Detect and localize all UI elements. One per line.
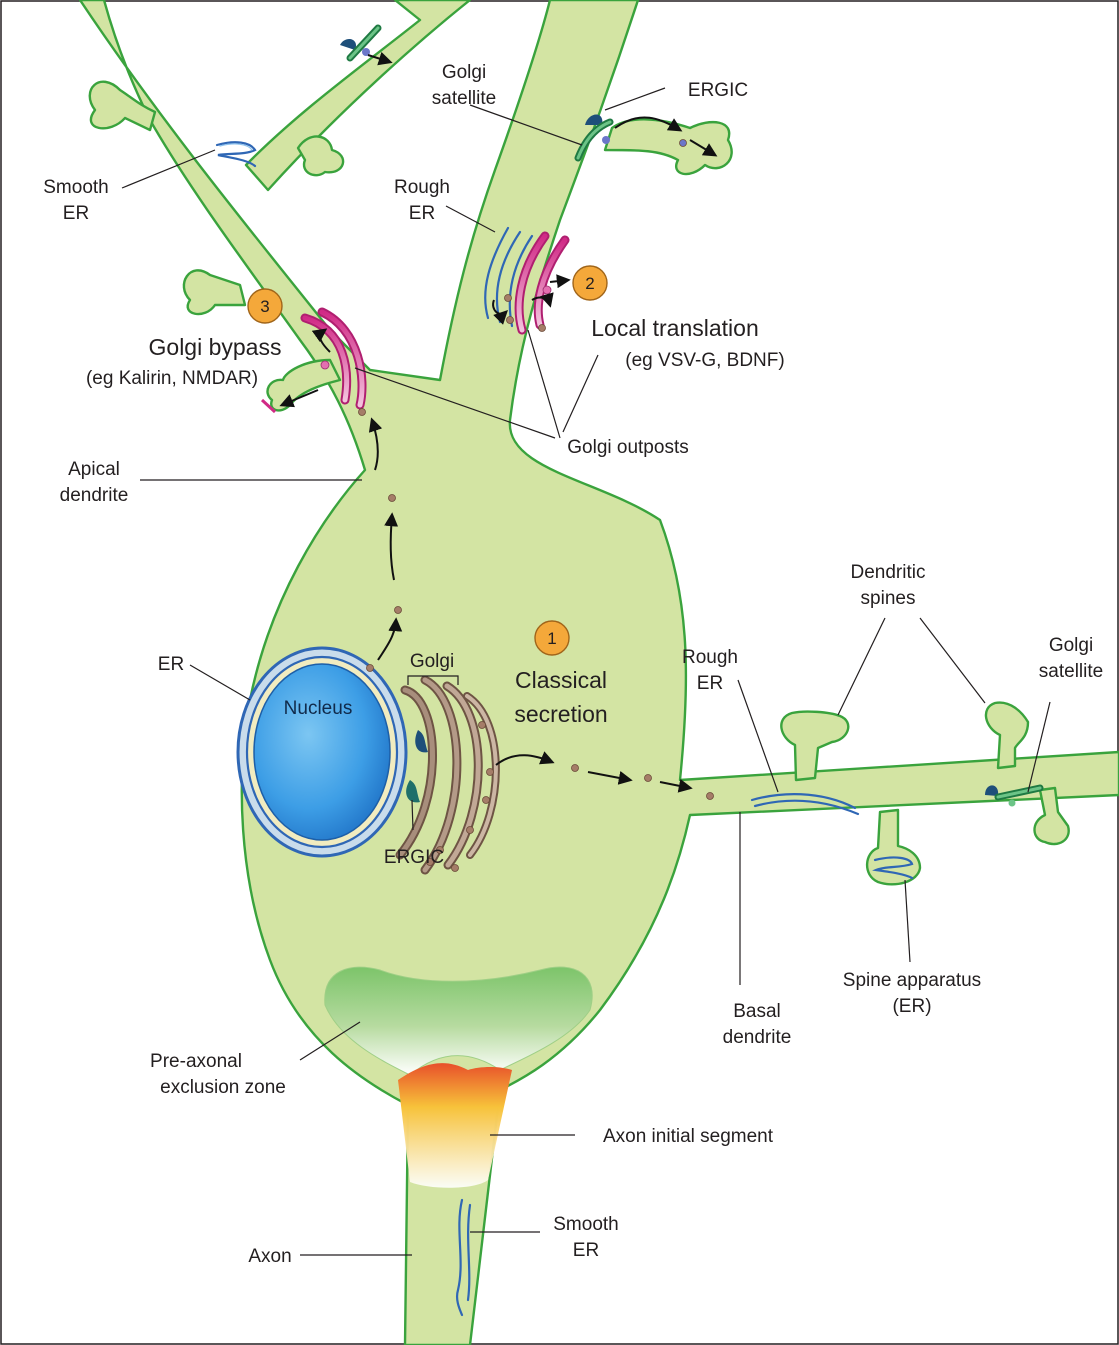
label-axon: Axon [248,1246,291,1267]
label-golgi: Golgi [410,651,454,672]
label-rough-er-right-2: ER [697,673,723,694]
badge-1-text: 1 [547,629,556,648]
label-golgi-bypass-eg: (eg Kalirin, NMDAR) [86,368,258,389]
label-nucleus: Nucleus [284,698,353,719]
label-rough-er-top-1: Rough [394,177,450,198]
label-golgi-satellite-right-2: satellite [1039,661,1103,682]
label-smooth-er-axon-1: Smooth [553,1214,618,1235]
badge-3-text: 3 [260,297,269,316]
label-ergic-top: ERGIC [688,80,748,101]
label-dendritic-spines-1: Dendritic [851,562,926,583]
label-spine-apparatus-2: (ER) [892,996,931,1017]
badge-3: 3 [248,289,282,323]
label-smooth-er-axon-2: ER [573,1240,599,1261]
label-dendritic-spines-2: spines [861,588,916,609]
label-smooth-er-top-2: ER [63,203,89,224]
label-apical-dendrite-2: dendrite [60,485,129,506]
label-ergic-soma: ERGIC [384,847,444,868]
label-golgi-satellite-top-1: Golgi [442,62,486,83]
nucleus-group [238,648,406,856]
spine-upper-mid [298,136,343,175]
label-axon-initial-segment: Axon initial segment [603,1126,774,1147]
label-basal-dendrite-2: dendrite [723,1027,792,1048]
spine-upper-left [90,82,155,130]
label-pre-axonal-1: Pre-axonal [150,1051,242,1072]
label-local-translation-eg: (eg VSV-G, BDNF) [625,350,784,371]
label-golgi-bypass: Golgi bypass [149,334,282,360]
badge-2: 2 [573,266,607,300]
golgi-satellite-top [340,28,378,58]
axon-initial-segment [398,1063,512,1188]
label-golgi-satellite-right-1: Golgi [1049,635,1093,656]
label-apical-dendrite-1: Apical [68,459,120,480]
label-local-translation: Local translation [591,315,759,341]
smooth-er-top-left [217,142,255,166]
label-basal-dendrite-1: Basal [733,1001,781,1022]
label-rough-er-top-2: ER [409,203,435,224]
label-classical-secretion-2: secretion [514,701,607,727]
spine-right-top [605,119,732,174]
spine-left-mid [184,270,245,314]
label-spine-apparatus-1: Spine apparatus [843,970,981,991]
label-golgi-outposts: Golgi outposts [567,437,688,458]
label-pre-axonal-2: exclusion zone [160,1077,286,1098]
label-smooth-er-top-1: Smooth [43,177,108,198]
label-golgi-satellite-top-2: satellite [432,88,496,109]
label-classical-secretion-1: Classical [515,667,607,693]
badge-2-text: 2 [585,274,594,293]
nucleus [254,664,390,840]
label-rough-er-right-1: Rough [682,647,738,668]
badge-1: 1 [535,621,569,655]
label-er: ER [158,654,184,675]
